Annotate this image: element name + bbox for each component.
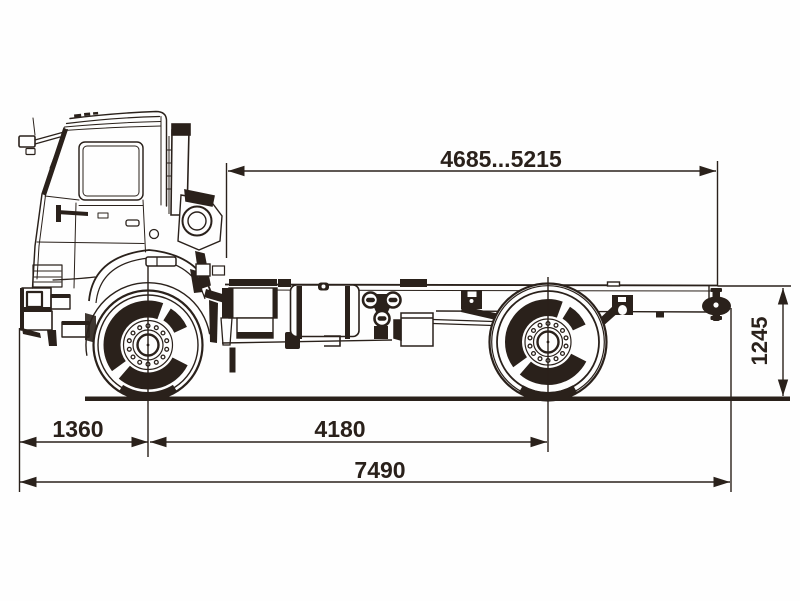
svg-text:1245: 1245: [747, 317, 772, 366]
svg-text:4685...5215: 4685...5215: [440, 146, 562, 172]
svg-text:1360: 1360: [52, 416, 103, 442]
svg-text:7490: 7490: [354, 457, 405, 483]
svg-text:4180: 4180: [314, 416, 365, 442]
